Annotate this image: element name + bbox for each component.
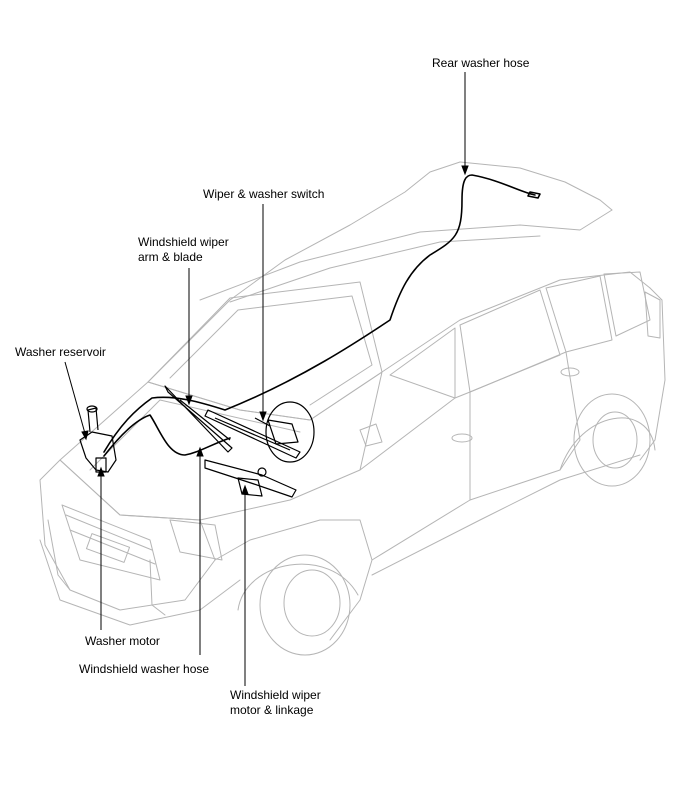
label-washer-motor: Washer motor bbox=[85, 634, 160, 648]
rear-wheel-rim bbox=[592, 411, 638, 469]
roof-rail-left bbox=[147, 161, 461, 383]
rear-door bbox=[469, 351, 581, 501]
front-wheel-rim bbox=[283, 569, 341, 637]
wiper-motor-shape bbox=[237, 477, 263, 497]
rear-quarter-window bbox=[603, 271, 651, 337]
arrow-washer-reservoir bbox=[81, 430, 89, 441]
rear-wheel-arch bbox=[559, 417, 656, 471]
rear-wheel bbox=[573, 393, 651, 487]
headlamp bbox=[169, 519, 223, 561]
arrow-rear-washer-hose bbox=[461, 165, 469, 176]
bumper-guard bbox=[47, 519, 166, 616]
front-wheel bbox=[259, 554, 351, 656]
front-bumper bbox=[39, 539, 241, 626]
grille-bar-1 bbox=[65, 514, 153, 551]
front-fascia bbox=[39, 459, 216, 611]
roof-line bbox=[199, 209, 613, 301]
door-handle-front bbox=[451, 433, 473, 443]
wiper-blade-left bbox=[164, 385, 233, 453]
label-wiper-motor-linkage-line1: Windshield wiper bbox=[230, 688, 321, 702]
label-wiper-arm-blade-line2: arm & blade bbox=[138, 250, 203, 264]
grille bbox=[61, 504, 161, 581]
label-windshield-washer-hose: Windshield washer hose bbox=[79, 662, 210, 676]
body-side-top bbox=[381, 271, 651, 373]
wiper-arm bbox=[179, 399, 291, 451]
washer-reservoir-shape bbox=[79, 431, 117, 473]
grille-bar-2 bbox=[69, 529, 156, 565]
rear-end bbox=[639, 287, 666, 461]
label-wiper-washer-switch: Wiper & washer switch bbox=[203, 187, 325, 201]
rear-door-window bbox=[545, 275, 613, 353]
wiper-linkage-bar bbox=[204, 459, 297, 498]
steering-wheel bbox=[265, 401, 315, 463]
arrow-washer-motor bbox=[97, 466, 105, 477]
label-wiper-arm-blade-line1: Windshield wiper bbox=[138, 235, 229, 249]
arrow-wiper-motor-linkage bbox=[241, 484, 249, 495]
side-windows bbox=[389, 327, 456, 399]
front-fender bbox=[214, 519, 373, 641]
front-door-window bbox=[459, 289, 561, 393]
label-wiper-motor-linkage-line2: motor & linkage bbox=[230, 703, 314, 717]
reservoir-cap bbox=[86, 405, 98, 413]
linkage-pivot bbox=[257, 467, 267, 477]
front-door bbox=[359, 391, 471, 561]
roof-rail-right bbox=[459, 161, 613, 211]
switch-stalk bbox=[254, 417, 271, 427]
door-handle-rear bbox=[560, 367, 580, 377]
leader-washer-reservoir bbox=[64, 361, 87, 438]
wiper-switch-shape bbox=[267, 419, 299, 445]
label-rear-washer-hose: Rear washer hose bbox=[432, 56, 530, 70]
rocker-panel bbox=[371, 454, 641, 576]
wiper-blade-right bbox=[204, 409, 301, 459]
side-mirror bbox=[359, 423, 383, 447]
roof-line-inner bbox=[229, 235, 541, 303]
arrow-wiper-arm-blade bbox=[185, 395, 193, 406]
rear-washer-hose-line bbox=[103, 174, 536, 453]
front-wheel-arch bbox=[237, 563, 359, 611]
license-plate bbox=[85, 533, 131, 563]
windshield-inner bbox=[169, 295, 373, 406]
label-washer-reservoir: Washer reservoir bbox=[15, 345, 106, 359]
rear-nozzle bbox=[527, 191, 541, 199]
arrow-windshield-washer-hose bbox=[196, 446, 204, 457]
arrow-wiper-switch bbox=[259, 411, 267, 422]
windshield-washer-hose-line bbox=[103, 414, 231, 457]
reservoir-filler-neck bbox=[87, 407, 99, 433]
rear-light bbox=[644, 291, 661, 339]
